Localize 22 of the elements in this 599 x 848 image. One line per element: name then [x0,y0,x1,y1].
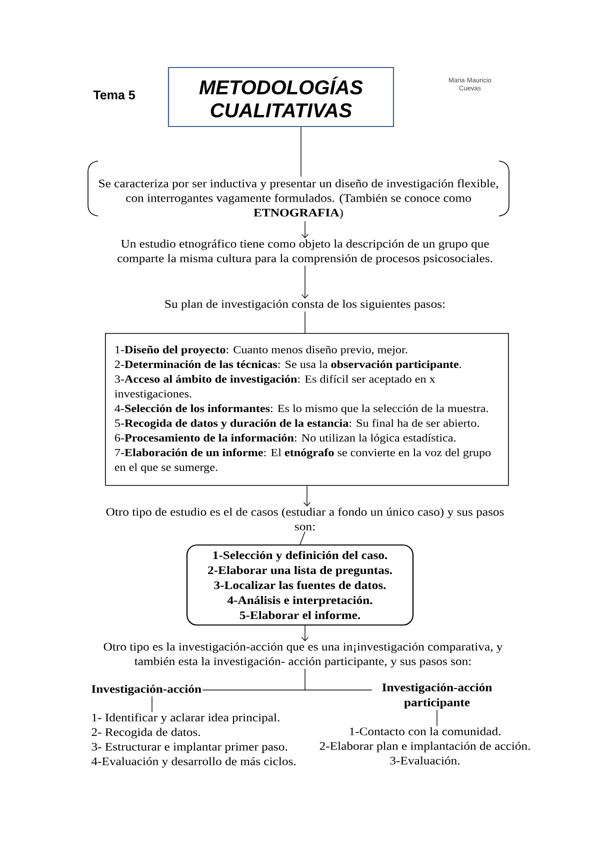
steps-box: 1-Selección y definición del caso. 2-Elaborar una lista de preguntas. 3-Localizar las fuentes de datos. 4-Análisis e interpretación. 5-Elaborar el informe. [186,544,414,626]
paragraph: Otro tipo de estudio es el de casos (estudiar a fondo un único caso) y sus pasos son: [106,508,504,530]
connector-line [436,710,438,726]
paragraph: Otro tipo es la investigación-acción que es una in¡investigación comparativa, y también esta la investigación- acción participante, y sus pasos son: [104,642,503,668]
title-box: METODOLOGÍAS CUALITATIVAS [168,66,394,128]
bracketed-note: Se caracteriza por ser inductiva y presentar un diseño de investigación flexible, con interrogantes vagamente formulados. (También se conoce como ETNOGRAFIA) [88,160,510,219]
arrow [301,625,309,642]
connector-line [202,668,372,690]
column-heading: Investigación-acción [92,684,202,696]
steps-box: 1-Diseño del proyecto: Cuanto menos diseño previo, mejor. 2-Determinación de las técnicas: Se usa la observación participante. 3-Acceso al ámbito de investigación: Es difícil ser aceptado en x investigaciones. 4-Selección de los informantes: Es lo mismo que la selección de la muestra. 5-Recogida de datos y duración de la estancia: Su final ha de ser abierto. 6-Procesamiento de la información: No utilizan la lógica estadística. 7-Elaboración de un informe: El etnógrafo se convierte en la voz del grupo en el que se sumerge. [105,333,509,486]
topic-label: Tema 5 [93,90,135,100]
arrow [301,265,309,299]
column-heading: Investigación-acción participante [382,683,492,709]
paragraph: Su plan de investigación consta de los siguientes pasos: [165,300,445,310]
arrow [303,485,311,506]
step-list: 1-Contacto con la comunidad. 2-Elaborar plan e implantación de acción. 3-Evaluación. [320,727,530,765]
connector-line [300,126,302,178]
connector-line [304,311,306,334]
connector-line [300,531,306,545]
arrow [301,220,309,238]
step-list: 1- Identificar y aclarar idea principal. 2- Recogida de datos. 3- Estructurar e implantar primer paso. 4-Evaluación y desarrollo de más ciclos. [91,713,296,768]
paragraph: Un estudio etnográfico tiene como objeto la descripción de un grupo que comparte la misma cultura para la comprensión de procesos psicosociales. [118,239,492,265]
